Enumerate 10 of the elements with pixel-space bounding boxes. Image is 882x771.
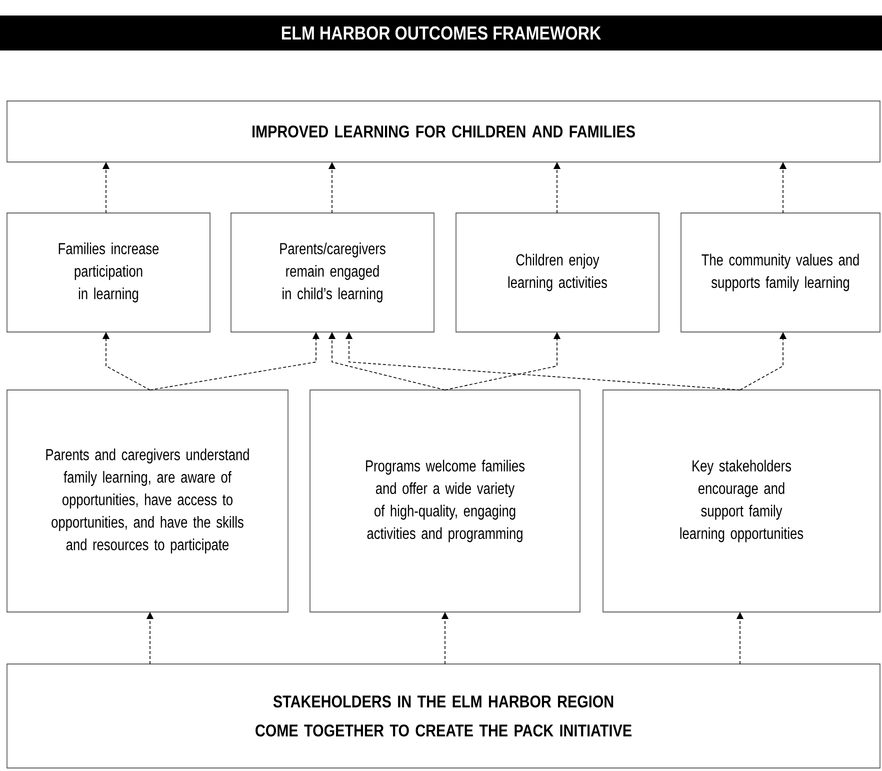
- outcome-box: STAKEHOLDERS IN THE ELM HARBOR REGION COME TOGETHER TO CREATE THE PACK INITIATIVE: [6, 664, 880, 768]
- text-box: Families increase participation in learning: [6, 212, 210, 332]
- outcome-box: IMPROVED LEARNING FOR CHILDREN AND FAMILIES: [6, 100, 880, 162]
- text-box: Parents/caregivers remain engaged in child’s learning: [230, 212, 434, 332]
- text-box: Children enjoy learning activities: [456, 212, 660, 332]
- text-box: The community values and supports family learning: [680, 212, 880, 332]
- title-bar: ELM HARBOR OUTCOMES FRAMEWORK: [0, 16, 882, 50]
- text-box: Parents and caregivers understand family learning, are aware of opportunities, have access to opportunities, and have the skills and resources to participate: [6, 390, 288, 612]
- text-box: Key stakeholders encourage and support family learning opportunities: [602, 390, 880, 612]
- text-box: Programs welcome families and offer a wide variety of high-quality, engaging activities and programming: [310, 390, 580, 612]
